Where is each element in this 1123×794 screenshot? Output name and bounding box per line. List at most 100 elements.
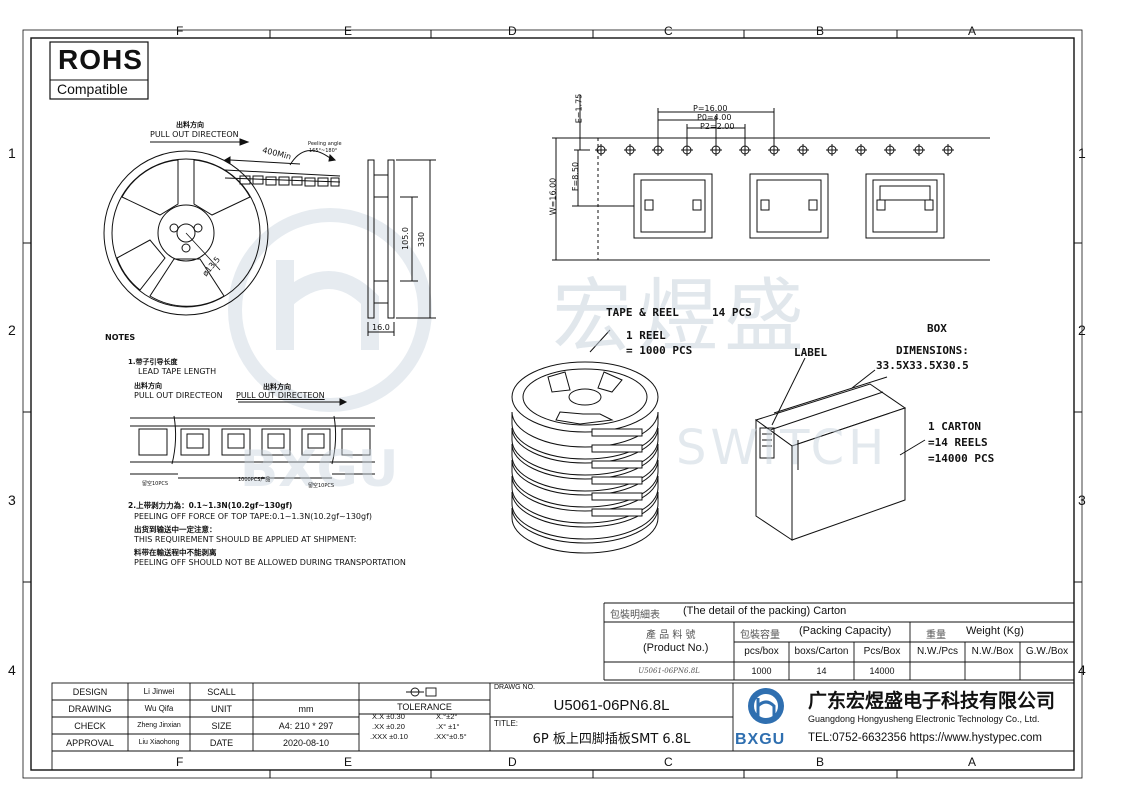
- col-letter-a-bottom: A: [968, 755, 977, 769]
- note-2-cn: 2.上带剥力力為：0.1~1.3N(10.2gf~130gf): [128, 501, 293, 510]
- dim-105: 105.0: [400, 227, 410, 250]
- watermark-chinese: 宏煜盛: [552, 270, 810, 363]
- col-letter-e-bottom: E: [344, 755, 353, 769]
- tb-tol-1b: X.°±2°: [436, 712, 458, 721]
- note-1-en: LEAD TAPE LENGTH: [138, 367, 217, 376]
- col-letter-c-bottom: C: [664, 755, 673, 769]
- note-full: 1000PCS产品: [238, 477, 271, 483]
- callout-carton-pcs: =14000 PCS: [928, 452, 995, 465]
- packing-product-en: (Product No.): [643, 642, 709, 654]
- row-product: U5061-06PN6.8L: [638, 667, 700, 675]
- tb-unit-label: UNIT: [211, 704, 232, 714]
- col-letter-b-bottom: B: [816, 755, 825, 769]
- tb-approval-label: APPROVAL: [66, 738, 114, 748]
- tb-tolerance-label: TOLERANCE: [397, 702, 452, 712]
- rohs-title: ROHS: [58, 44, 143, 75]
- note-pull-cn-2: 出料方向: [263, 383, 291, 391]
- note-3-en: THIS REQUIREMENT SHOULD BE APPLIED AT SH…: [134, 535, 357, 544]
- row-number-4: 4: [8, 662, 16, 678]
- note-1-cn: 1.带子引导长度: [128, 358, 178, 366]
- company-logo-mark: [748, 688, 784, 724]
- packing-capacity-cn: 包裝容量: [740, 630, 780, 641]
- notes-heading: NOTES: [105, 333, 136, 342]
- tb-title-value: 6P 板上四脚插板SMT 6.8L: [532, 732, 691, 747]
- col-letter-f: F: [176, 24, 184, 38]
- note-4-cn: 料带在輸送程中不能剥离: [134, 548, 217, 557]
- packing-capacity-en: (Packing Capacity): [799, 625, 892, 637]
- callout-tape-reel: TAPE & REEL: [606, 306, 679, 319]
- reel-pull-cn: 出料方向: [176, 121, 204, 129]
- note-3-cn: 出货到输送中一定注意：: [134, 525, 217, 534]
- row-number-1-right: 1: [1078, 145, 1086, 161]
- tb-drawing-no: U5061-06PN6.8L: [553, 697, 670, 714]
- col-letter-d-bottom: D: [508, 755, 517, 769]
- dim-330: 330: [417, 231, 427, 248]
- dim-e: E=1.75: [574, 93, 584, 124]
- row-number-2: 2: [8, 322, 16, 338]
- tb-brand: BXGU: [735, 731, 786, 748]
- note-pull-en: PULL OUT DIRECTEON: [134, 391, 223, 400]
- dim-p0: P0=4.00: [697, 113, 732, 122]
- tb-unit-value: mm: [298, 704, 314, 714]
- tb-title-label: TITLE:: [494, 719, 519, 728]
- tb-drawing-label: DRAWING: [68, 704, 112, 714]
- tb-size-label: SIZE: [211, 721, 232, 731]
- callout-carton: 1 CARTON: [928, 420, 981, 433]
- tb-tol-2a: .XX ±0.20: [372, 722, 405, 731]
- dim-w: W=16.00: [548, 177, 558, 216]
- col-boxs-carton: boxs/Carton: [794, 646, 849, 657]
- tb-company-en: Guangdong Hongyusheng Electronic Technol…: [808, 714, 1040, 724]
- col-letter-a: A: [968, 24, 977, 38]
- callout-box: BOX: [927, 322, 947, 335]
- rohs-subtitle: Compatible: [57, 81, 128, 97]
- tb-date-label: DATE: [209, 738, 234, 748]
- callout-carton-reels: =14 REELS: [928, 436, 988, 449]
- callout-dimensions-value: 33.5X33.5X30.5: [876, 359, 969, 372]
- col-letter-e: E: [344, 24, 353, 38]
- note-pull-en-2: PULL OUT DIRECTEON: [236, 391, 325, 400]
- row-number-3-right: 3: [1078, 492, 1086, 508]
- tb-design-name: Li Jinwei: [143, 687, 175, 696]
- tb-check-label: CHECK: [74, 721, 106, 731]
- dim-p2: P2=2.00: [700, 122, 735, 131]
- packing-title-cn: 包裝明細表: [610, 610, 660, 621]
- col-gw-box: G.W./Box: [1025, 646, 1069, 657]
- packing-weight-cn: 重量: [926, 630, 946, 641]
- tb-design-label: DESIGN: [72, 687, 108, 697]
- col-letter-f-bottom: F: [176, 755, 184, 769]
- tb-company-cn: 广东宏煜盛电子科技有限公司: [808, 690, 1056, 712]
- peeling-angle-range: 165°~180°: [309, 148, 338, 154]
- watermark-brand: BXGU: [240, 440, 399, 498]
- dim-16: 16.0: [372, 323, 390, 332]
- tb-scall-label: SCALL: [207, 687, 236, 697]
- packing-product-cn: 產 品 料 號: [646, 630, 696, 641]
- col-nw-pcs: N.W./Pcs: [916, 646, 959, 657]
- tb-tol-2b: .X° ±1°: [436, 722, 460, 731]
- note-pull-cn: 出料方向: [134, 382, 162, 390]
- watermark-logo: [228, 208, 432, 412]
- tb-check-name: Zheng Jinxian: [137, 722, 181, 729]
- watermark-english: SWITCH: [676, 420, 889, 476]
- col-letter-b: B: [816, 24, 825, 38]
- row-number-1: 1: [8, 145, 16, 161]
- tb-approval-name: Liu Xiaohong: [138, 739, 180, 746]
- row-number-4-right: 4: [1078, 662, 1086, 678]
- packing-weight-en: Weight (Kg): [966, 625, 1024, 637]
- dim-p: P=16.00: [693, 104, 728, 113]
- callout-tape-reel-pcs: 14 PCS: [712, 306, 752, 319]
- row-pcs-box: 1000: [751, 666, 772, 676]
- tb-drawing-name: Wu Qifa: [144, 704, 174, 713]
- col-pcs-box: pcs/box: [744, 646, 779, 657]
- row-number-2-right: 2: [1078, 322, 1086, 338]
- callout-dimensions: DIMENSIONS:: [896, 344, 969, 357]
- row-pcs-box-2: 14000: [869, 666, 895, 676]
- callout-label: LABEL: [794, 346, 828, 359]
- col-letter-d: D: [508, 24, 517, 38]
- col-letter-c: C: [664, 24, 673, 38]
- dim-f: F=8.50: [571, 161, 581, 192]
- peeling-angle-label: Peeling angle: [308, 141, 342, 147]
- note-empty-left: 留空10PCS: [142, 481, 169, 487]
- note-2-en: PEELING OFF FORCE OF TOP TAPE:0.1~1.3N(1…: [134, 512, 373, 521]
